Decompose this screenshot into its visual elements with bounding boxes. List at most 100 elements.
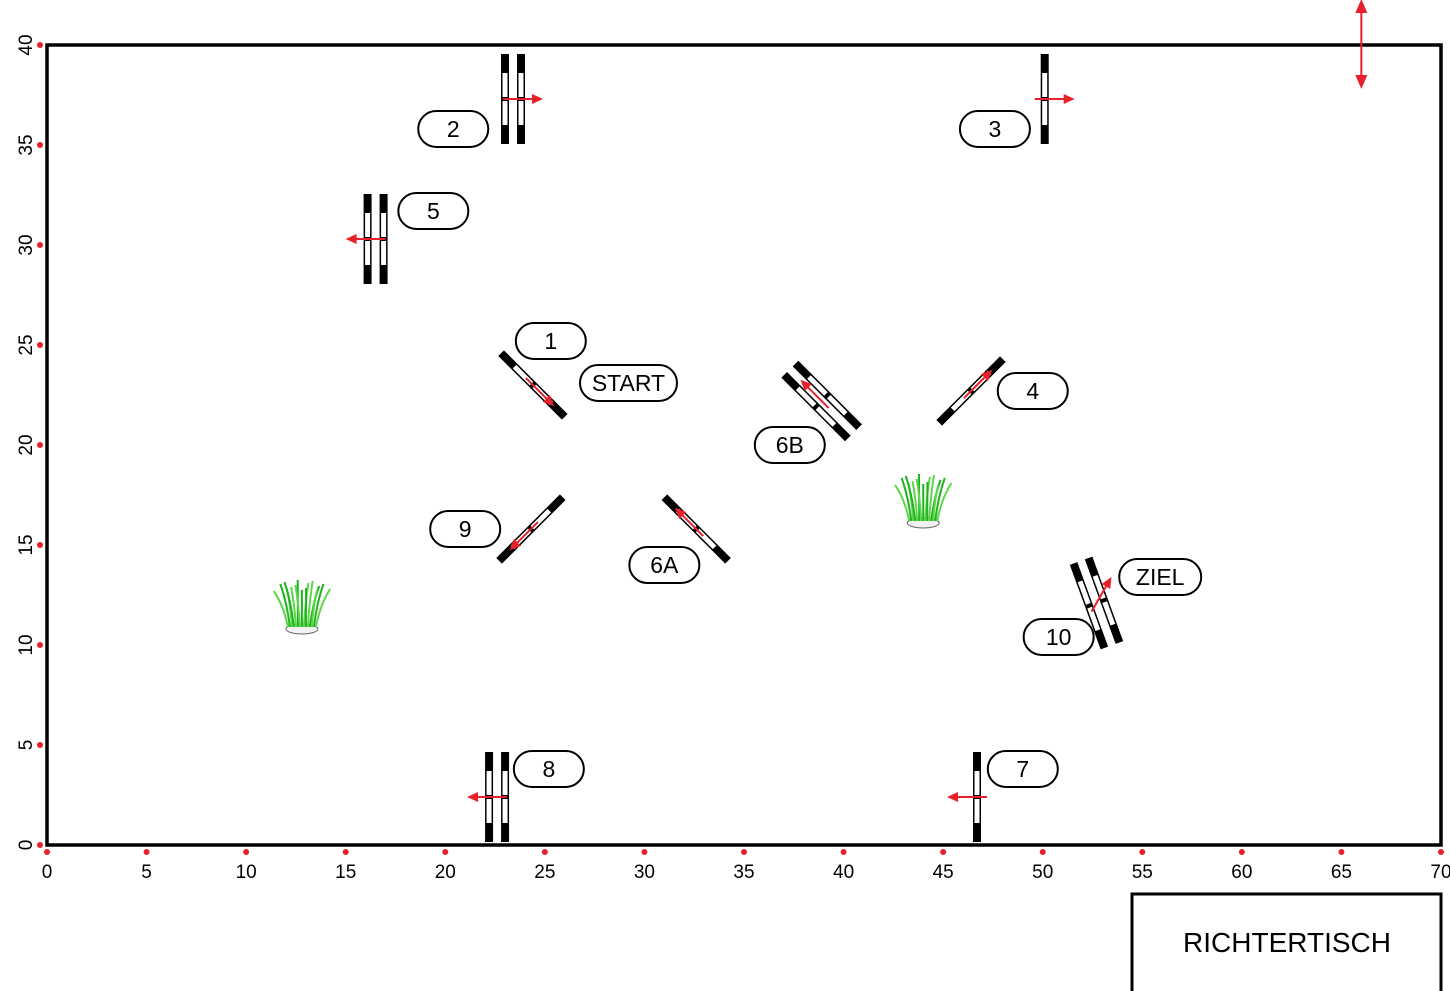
x-tick: 55 [1132,849,1153,883]
pole-stripe [502,783,508,795]
grass-blade [294,584,301,628]
x-tick: 70 [1430,849,1450,883]
label-pill [996,372,1069,410]
pole-stripe [381,213,387,225]
label-1: 1 [514,322,587,360]
pole-stripe [1087,606,1097,620]
grass-blade [279,583,291,628]
y-tick: 5 [16,740,43,750]
label-text: 6B [776,432,804,458]
pole-stripe [974,799,980,811]
arrow-head [467,792,479,802]
north-arrow-head-down [1355,75,1368,89]
x-tick: 45 [933,849,954,883]
grass-blade [283,581,295,628]
pole-stripe [1106,612,1116,626]
x-tick: 25 [534,849,555,883]
pole-stripe [950,399,963,412]
label-pill [958,110,1031,148]
pole-stripe [974,811,980,823]
pole-stripe [518,85,524,97]
x-tick-label: 5 [141,862,152,883]
pole-stripe [1042,73,1048,85]
grass-blade [936,482,953,522]
obstacle-7 [946,752,987,842]
label-2: 2 [417,110,490,148]
label-ziel: ZIEL [1118,558,1203,596]
y-tick-dot [37,442,43,448]
pole-stripe [1042,101,1048,113]
y-tick: 10 [16,634,43,656]
x-tick-dot [342,849,349,855]
pole-stripe [502,101,508,113]
pole-stripe [381,241,387,253]
obstacle-start-1 [498,350,568,420]
arrow-head [946,792,958,802]
label-text: 8 [542,756,555,782]
label-9: 9 [429,510,502,548]
x-tick-dot [541,849,548,855]
label-text: 6A [650,552,679,578]
label-text: 1 [544,328,557,354]
label-pill [417,110,490,148]
pole-stripe [974,783,980,795]
grass-blade [934,477,946,522]
grass-blade [310,590,318,628]
label-pill [1118,558,1203,596]
label-pill [1022,618,1095,656]
label-pill [512,750,585,788]
label-text: START [592,370,665,396]
label-text: 9 [459,516,472,542]
label-6a: 6A [628,546,701,584]
north-arrow-icon [1355,0,1368,89]
label-start: START [578,364,678,402]
label-text: ZIEL [1136,564,1185,590]
north-arrow-head-up [1355,0,1368,13]
pole-stripe [824,414,837,427]
x-tick-label: 30 [634,862,655,883]
x-tick-label: 0 [42,862,53,883]
pole-stripe [365,253,371,265]
grass-blade [894,484,911,522]
x-tick: 10 [236,849,257,883]
grass-blade [932,484,940,522]
x-tick-label: 40 [833,862,854,883]
x-tick-dot [641,849,648,855]
x-tick-label: 45 [933,862,954,883]
label-4: 4 [996,372,1069,410]
pole-stripe [518,101,524,113]
direction-arrow-icon [800,379,830,409]
y-tick: 35 [16,134,43,156]
x-tick-dot [143,849,150,855]
obstacle-6B [781,360,862,442]
label-pill [429,510,502,548]
y-tick-dot [37,342,43,348]
judge-table: RICHTERTISCH [1130,892,1443,991]
arrow-shaft [1090,581,1110,613]
grass-blade [915,478,923,522]
direction-arrow-icon [502,94,543,104]
arrow-head [531,94,543,104]
label-text: 5 [427,198,440,224]
pole-stripe [1102,601,1112,615]
x-tick-dot [741,849,747,855]
y-tick-dot [37,742,43,748]
direction-arrow-icon [946,792,987,802]
grass-blade [290,586,297,628]
y-tick: 40 [16,34,43,56]
label-5: 5 [397,192,470,230]
x-tick-label: 70 [1430,862,1450,883]
grass-blade [272,590,289,628]
grass-blade [900,477,913,522]
label-pill [514,322,587,360]
arrow-head [1063,94,1075,104]
y-tick-dot [37,242,43,248]
y-tick: 0 [16,840,43,850]
obstacle-4 [936,356,1006,426]
x-tick: 20 [435,849,456,883]
x-tick: 0 [42,849,53,883]
x-tick-label: 10 [236,862,257,883]
arrow-shaft [525,377,551,403]
x-tick-dot [840,849,847,855]
